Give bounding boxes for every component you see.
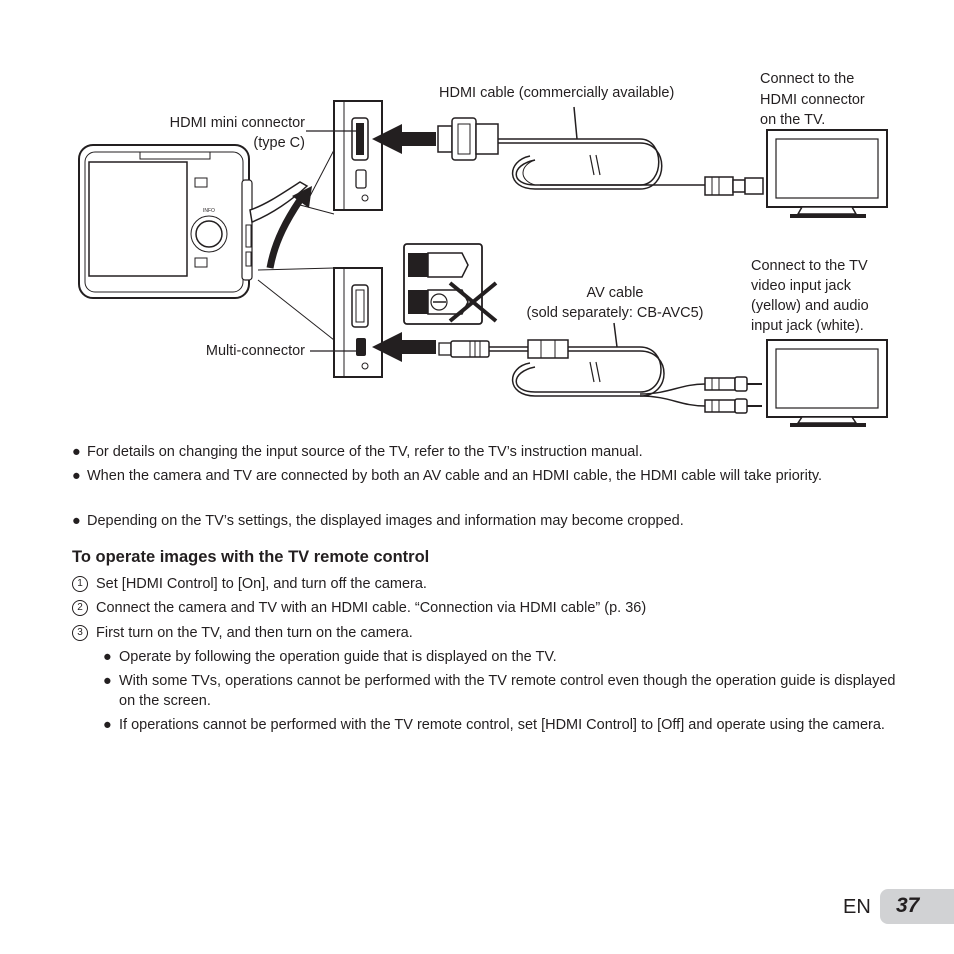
connection-diagram: INFO	[78, 100, 888, 427]
bullet-icon: ●	[103, 717, 112, 733]
hdmi-port-zoom	[333, 100, 383, 211]
language-code: EN	[843, 896, 871, 918]
step-number: 3	[72, 625, 88, 641]
hdmi-insert-arrow	[372, 124, 436, 154]
step-number: 2	[72, 600, 88, 616]
page-number: 37	[896, 894, 920, 917]
note-text: Depending on the TV’s settings, the disp…	[87, 513, 684, 529]
step-item: 2 Connect the camera and TV with an HDMI…	[72, 598, 902, 618]
hdmi-cable-label: HDMI cable (commercially available)	[439, 85, 675, 101]
connect-hdmi-tv-line2: HDMI connector	[760, 92, 865, 108]
step-text: Connect the camera and TV with an HDMI c…	[96, 600, 647, 616]
av-cable-label-line2: (sold separately: CB-AVC5)	[526, 305, 704, 321]
camera-info-label: INFO	[203, 208, 215, 214]
multi-port-zoom	[333, 267, 383, 378]
subnote-item: ● Operate by following the operation gui…	[103, 647, 903, 667]
av-insert-arrow	[372, 332, 436, 362]
bullet-icon: ●	[72, 513, 81, 529]
note-item: ● For details on changing the input sour…	[72, 442, 892, 462]
bullet-icon: ●	[72, 468, 81, 484]
page-number-tab: 37	[880, 889, 954, 924]
tv-hdmi	[766, 129, 888, 218]
step-text: Set [HDMI Control] to [On], and turn off…	[96, 576, 427, 592]
note-item: ● Depending on the TV’s settings, the di…	[72, 511, 892, 531]
bullet-icon: ●	[72, 444, 81, 460]
subnote-item: ● If operations cannot be performed with…	[103, 715, 903, 735]
step-item: 3 First turn on the TV, and then turn on…	[72, 623, 902, 643]
note-item: ● When the camera and TV are connected b…	[72, 466, 892, 486]
connect-hdmi-tv-line1: Connect to the	[760, 71, 855, 87]
step-number: 1	[72, 576, 88, 592]
connect-av-tv-line2: video input jack	[751, 278, 851, 294]
av-cable	[438, 322, 762, 414]
subnote-item: ● With some TVs, operations cannot be pe…	[103, 671, 903, 711]
subnote-text: If operations cannot be performed with t…	[119, 717, 885, 733]
multi-connector-label: Multi-connector	[205, 343, 305, 359]
bullet-icon: ●	[103, 649, 112, 665]
connect-av-tv-line1: Connect to the TV	[751, 258, 868, 274]
subnote-text: Operate by following the operation guide…	[119, 649, 557, 665]
connect-av-tv-line3: (yellow) and audio	[751, 298, 869, 314]
av-cable-label-line1: AV cable	[586, 285, 644, 301]
tv-av	[766, 339, 888, 427]
step-text: First turn on the TV, and then turn on t…	[96, 625, 413, 641]
section-heading: To operate images with the TV remote con…	[72, 548, 430, 566]
subnote-text: With some TVs, operations cannot be perf…	[119, 673, 896, 709]
bullet-icon: ●	[103, 673, 112, 689]
connect-hdmi-tv-line3: on the TV.	[760, 112, 826, 128]
hdmi-cable	[437, 106, 764, 196]
hdmi-mini-label-line1: HDMI mini connector	[169, 115, 305, 131]
incorrect-orientation-inset	[403, 243, 498, 325]
camera-illustration: INFO	[78, 144, 309, 299]
note-text: For details on changing the input source…	[87, 444, 643, 460]
note-text: When the camera and TV are connected by …	[87, 468, 823, 484]
hdmi-mini-label-line2: (type C)	[253, 135, 305, 151]
connect-av-tv-line4: input jack (white).	[751, 318, 864, 334]
step-item: 1 Set [HDMI Control] to [On], and turn o…	[72, 574, 902, 594]
